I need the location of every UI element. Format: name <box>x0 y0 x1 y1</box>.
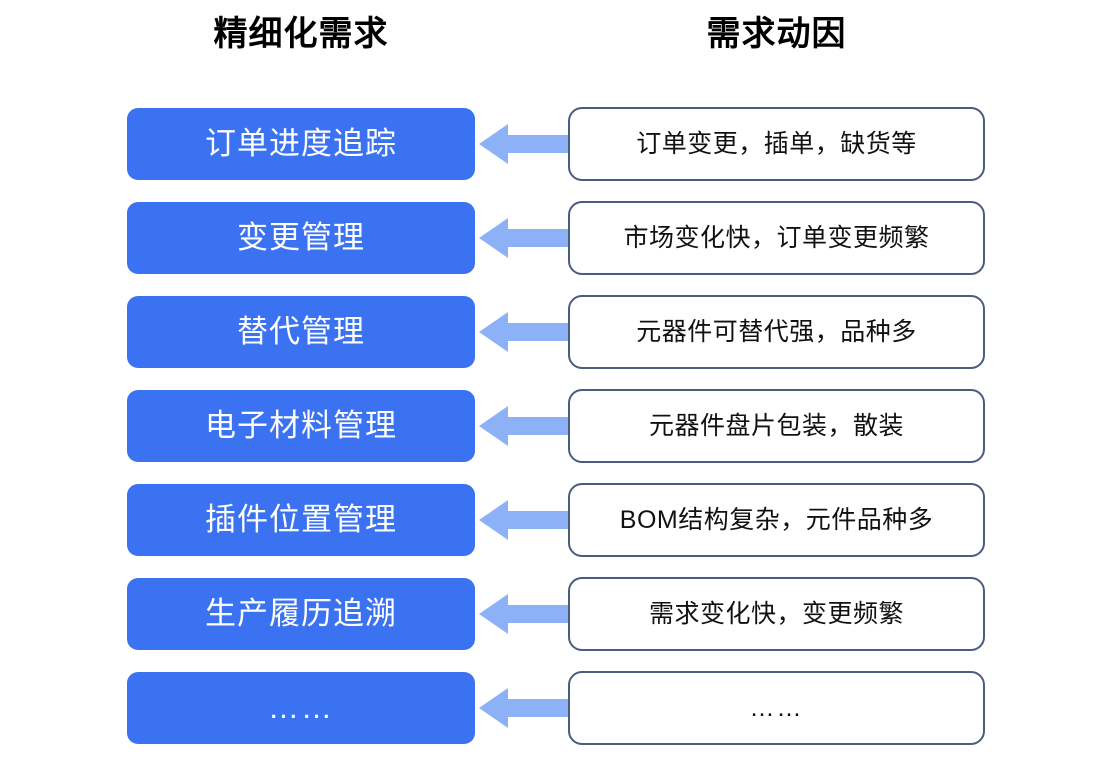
requirement-label: 订单进度追踪 <box>205 126 397 161</box>
requirement-box[interactable]: 插件位置管理 <box>127 484 475 556</box>
left-arrow-icon <box>479 216 568 260</box>
requirement-box[interactable]: 生产履历追溯 <box>127 578 475 650</box>
diagram-row: 插件位置管理 BOM结构复杂，元件品种多 <box>0 483 1100 557</box>
driver-label: 元器件可替代强，品种多 <box>636 318 917 346</box>
driver-label: 需求变化快，变更频繁 <box>648 600 904 628</box>
driver-label: BOM结构复杂，元件品种多 <box>619 506 934 534</box>
driver-box[interactable]: 元器件可替代强，品种多 <box>568 295 985 369</box>
driver-box[interactable]: 需求变化快，变更频繁 <box>568 577 985 651</box>
column-header-requirements: 精细化需求 <box>213 15 389 53</box>
requirement-label: 生产履历追溯 <box>205 596 397 631</box>
left-arrow-icon <box>479 686 568 730</box>
diagram-row: 变更管理 市场变化快，订单变更频繁 <box>0 201 1100 275</box>
driver-box[interactable]: BOM结构复杂，元件品种多 <box>568 483 985 557</box>
left-arrow-icon <box>479 498 568 542</box>
driver-label: 订单变更，插单，缺货等 <box>636 130 917 158</box>
diagram-row: 电子材料管理 元器件盘片包装，散装 <box>0 389 1100 463</box>
driver-box[interactable]: 订单变更，插单，缺货等 <box>568 107 985 181</box>
requirement-box[interactable]: 电子材料管理 <box>127 390 475 462</box>
left-arrow-icon <box>479 404 568 448</box>
diagram-row: 生产履历追溯 需求变化快，变更频繁 <box>0 577 1100 651</box>
left-arrow-icon <box>479 122 568 166</box>
requirement-box[interactable]: …… <box>127 672 475 744</box>
diagram-rows: 订单进度追踪 订单变更，插单，缺货等 变更管理 市场变化快，订单 <box>0 107 1100 766</box>
left-arrow-icon <box>479 592 568 636</box>
column-header-drivers: 需求动因 <box>706 15 847 53</box>
requirement-box[interactable]: 替代管理 <box>127 296 475 368</box>
driver-label: …… <box>749 694 804 722</box>
diagram-row: 订单进度追踪 订单变更，插单，缺货等 <box>0 107 1100 181</box>
requirement-label: 变更管理 <box>237 220 365 255</box>
driver-box[interactable]: 元器件盘片包装，散装 <box>568 389 985 463</box>
requirement-label: 插件位置管理 <box>205 502 397 537</box>
requirement-box[interactable]: 变更管理 <box>127 202 475 274</box>
diagram-row: …… …… <box>0 671 1100 745</box>
requirement-label: …… <box>268 690 334 725</box>
requirement-label: 电子材料管理 <box>205 408 397 443</box>
driver-label: 市场变化快，订单变更频繁 <box>623 224 930 252</box>
driver-box[interactable]: …… <box>568 671 985 745</box>
requirement-label: 替代管理 <box>237 314 365 349</box>
driver-label: 元器件盘片包装，散装 <box>648 412 904 440</box>
left-arrow-icon <box>479 310 568 354</box>
driver-box[interactable]: 市场变化快，订单变更频繁 <box>568 201 985 275</box>
requirement-box[interactable]: 订单进度追踪 <box>127 108 475 180</box>
diagram-row: 替代管理 元器件可替代强，品种多 <box>0 295 1100 369</box>
